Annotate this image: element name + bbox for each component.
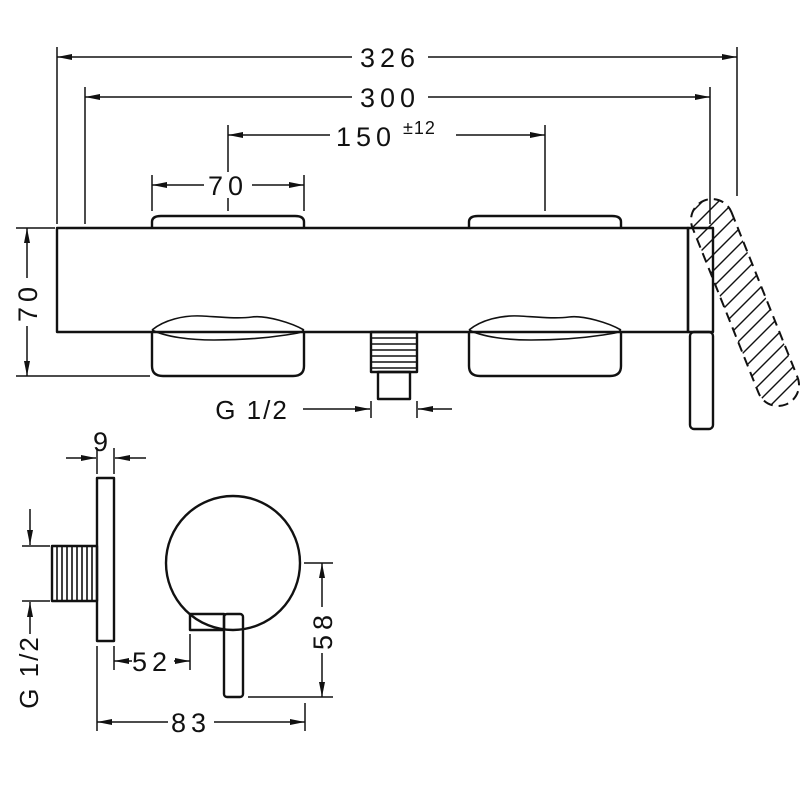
dim-height: 70 (13, 227, 150, 377)
dim-connection-centers-label: 150 (336, 122, 396, 152)
dim-depth-label: 83 (171, 708, 211, 738)
dim-height-label: 70 (13, 282, 43, 322)
dim-overall-width-label: 326 (360, 43, 420, 73)
dim-handle-drop-label: 58 (308, 610, 338, 650)
mixer-body-side (164, 494, 302, 632)
dim-connection-tolerance-label: ±12 (403, 118, 436, 138)
side-view (50, 476, 302, 699)
escutcheon-right (467, 214, 623, 229)
front-view (55, 198, 800, 431)
dim-escutcheon-thickness-label: 9 (93, 427, 113, 457)
dim-overall-width: 326 (56, 43, 738, 224)
dim-escutcheon-thickness: 9 (66, 427, 146, 474)
dim-width: 300 (84, 83, 711, 224)
dim-wall-to-handle: 52 (113, 634, 191, 677)
dim-width-label: 300 (360, 83, 420, 113)
escutcheon-left (150, 214, 306, 229)
inlet-thread (50, 544, 99, 603)
outlet-thread (369, 330, 419, 401)
dim-escutcheon-width-label: 70 (208, 171, 248, 201)
inlet-thread-label: G 1/2 (14, 635, 44, 709)
dim-connection-centers: 150 ±12 (227, 118, 546, 211)
outlet-thread-label: G 1/2 (215, 395, 289, 425)
dim-wall-to-handle-label: 52 (132, 647, 172, 677)
escutcheon-break-line-left (151, 315, 305, 341)
escutcheon-break-line-right (468, 315, 622, 341)
mixer-body (55, 226, 690, 334)
dim-handle-drop: 58 (248, 562, 338, 698)
dim-depth: 83 (96, 646, 306, 738)
handle-side (222, 612, 245, 699)
inlet-thread-callout: G 1/2 (14, 509, 50, 709)
handle-down-position (688, 330, 715, 431)
dim-escutcheon-width: 70 (151, 171, 305, 211)
outlet-thread-callout: G 1/2 (215, 395, 452, 425)
escutcheon-side (95, 476, 116, 643)
